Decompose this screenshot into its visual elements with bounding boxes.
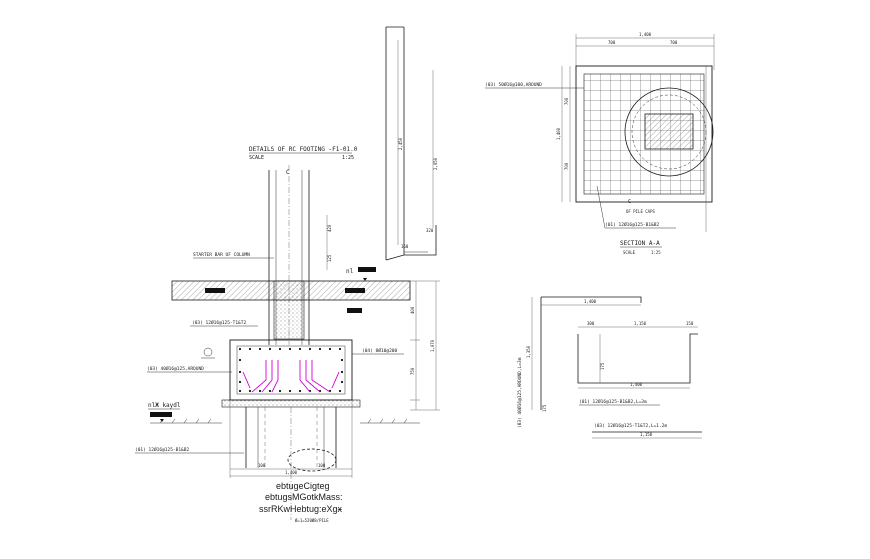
footing-scale-label: SCALE [249, 155, 264, 161]
dim-right-400: 400 [410, 306, 415, 314]
bar-schedule: 1,400 1,350 175 (03) 40Ø16@125,AROUND,L=… [516, 296, 702, 439]
column-centerline-mark: C [286, 169, 290, 176]
dim-right-750: 750 [410, 367, 415, 375]
plan-view: 1,400 700 700 (03) 50Ø16@100,AROUND 1,40… [485, 32, 715, 255]
sched-dim-side-2: 175 [600, 362, 605, 370]
dim-right-1070: 1,070 [430, 339, 435, 352]
sched-dim-height: 1,350 [526, 345, 531, 358]
sched-dim-left: 300 [587, 321, 595, 326]
blinding-layer [221, 399, 361, 408]
level-symbol [203, 347, 213, 357]
col-dim-420: 420 [327, 224, 332, 232]
section-title: SECTION A-A [620, 240, 660, 247]
pile-note: Ø=1=520Ø8/PILE [295, 518, 329, 523]
bar-shape-u [577, 333, 698, 384]
sched-dim-inner: 1,400 [630, 382, 643, 387]
bar-shape-l [541, 296, 642, 303]
sched-label-2: (03) 12Ø16@125-T1&T2,L=1.2m [594, 422, 667, 429]
pile-shaft [245, 407, 337, 468]
level-top-marker [363, 278, 367, 281]
sched-dim-bottom: 1,150 [640, 432, 653, 437]
plan-dim-side-b: 700 [564, 162, 569, 170]
footing-scale-value: 1:25 [342, 155, 354, 161]
elev-dim-2450: 2,450 [398, 137, 403, 150]
sched-dim-mid: 1,150 [634, 321, 647, 326]
footing-right-dims: 400 750 1,070 [410, 280, 440, 411]
col-dim-125: 125 [327, 254, 332, 262]
pile-cap-centerline: C [628, 199, 631, 205]
bar-right-label: (04) 8Ø10@200 [362, 347, 398, 354]
pile-caps-label: OF PILE CAPS [626, 209, 655, 214]
starter-bar-label: STARTER BAR OF COLUMN [193, 252, 250, 258]
footing-detail: DETAILS OF RC FOOTING -F1-01.0 SCALE 1:2… [135, 146, 440, 523]
plan-dim-total: 1,400 [639, 32, 652, 37]
column-section [644, 113, 694, 150]
dim-width: 1,400 [285, 470, 298, 475]
sched-dim-top: 1,400 [584, 299, 597, 304]
plan-bottom-bar: (01) 12Ø16@125-B1&B2 [605, 221, 659, 228]
column-in-slab [273, 280, 305, 340]
sched-dim-right: 150 [686, 321, 694, 326]
elev-dim-320: 320 [426, 228, 434, 233]
plan-bar-label: (03) 50Ø16@100,AROUND [485, 81, 542, 88]
section-scale-value: 1:25 [651, 250, 661, 255]
plan-dim-right: 700 [670, 40, 678, 45]
footing-rebar-dots [238, 347, 344, 393]
sched-label-1: (01) 12Ø16@125-B1&B2,L=3m [579, 398, 647, 405]
sched-dim-side: 175 [542, 404, 547, 412]
starter-bar-hooks [242, 360, 340, 393]
sched-vertical-label: (03) 40Ø16@125,AROUND,L=3m [516, 357, 523, 428]
pile-cut-ellipse [287, 448, 337, 472]
level-top-badge [358, 267, 376, 272]
elev-dim-160: 160 [401, 244, 409, 249]
garbled-text-2: ebtugsMGotkMass: [265, 492, 343, 502]
plan-dim-side-a: 700 [564, 97, 569, 105]
dim-half-left: 100 [258, 463, 266, 468]
ground-hatch [150, 418, 420, 424]
plan-dim-left: 700 [608, 40, 616, 45]
pile-outline [624, 87, 714, 177]
dim-half-right: 100 [318, 463, 326, 468]
bar-top-label: (03) 12Ø16@125-T1&T2 [192, 319, 246, 326]
plan-dim-side: 1,400 [556, 127, 561, 140]
footing-title: DETAILS OF RC FOOTING -F1-01.0 [249, 146, 358, 153]
elev-dim-2050: 2,050 [433, 157, 438, 170]
bar-around-label: (03) 40Ø16@125,AROUND [147, 365, 204, 372]
level-bottom-label: nlЖ kaydl [148, 402, 181, 409]
plan-outline [575, 65, 713, 203]
garbled-text-3: ssrRKwHebtug:eXgӿ [259, 504, 343, 514]
section-scale-label: SCALE [623, 250, 636, 255]
garbled-text-1: ebtugeCigteg [276, 481, 330, 491]
column-elevation: 2,450 2,050 160 320 [385, 26, 438, 261]
level-top-label: nl [346, 268, 354, 275]
bar-bottom-label: (01) 12Ø16@125-B1&B2 [135, 446, 189, 453]
